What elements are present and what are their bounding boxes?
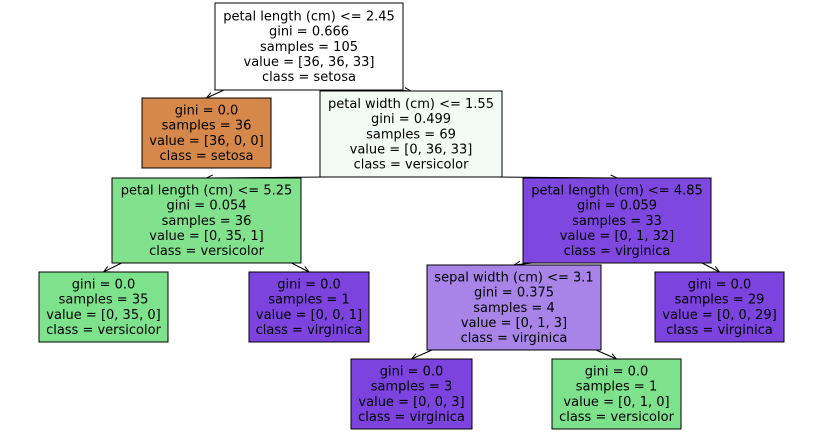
node-label-line: class = versicolor [149, 244, 265, 259]
edge-line [103, 262, 122, 273]
node-label-line: class = virginica [256, 323, 363, 338]
node-box [38, 271, 169, 343]
node-box [522, 177, 712, 264]
node-label-line: petal length (cm) <= 2.45 [223, 9, 395, 24]
node-label-line: class = virginica [564, 244, 671, 259]
node-label-line: class = versicolor [559, 410, 675, 425]
node-label-line: value = [0, 35, 1] [149, 229, 263, 244]
node-box [350, 358, 473, 430]
node-label-line: class = virginica [358, 410, 465, 425]
node-label-line: gini = 0.0 [277, 277, 341, 292]
edge-line [291, 262, 310, 273]
node-label-line: value = [0, 1, 3] [461, 316, 567, 331]
node-label-line: samples = 4 [473, 301, 554, 316]
node-label-line: gini = 0.054 [166, 199, 246, 214]
node-label-line: value = [0, 0, 1] [256, 308, 362, 323]
node-label-line: gini = 0.0 [585, 364, 649, 379]
node-label-line: petal width (cm) <= 1.55 [328, 97, 494, 112]
node-label-line: sepal width (cm) <= 3.1 [434, 270, 593, 285]
tree-edge [410, 349, 433, 360]
node-label-line: value = [0, 1, 0] [563, 395, 669, 410]
node-label-line: gini = 0.499 [371, 112, 451, 127]
tree-edge [595, 349, 618, 360]
node-label-line: value = [36, 0, 0] [149, 134, 263, 149]
node-box [248, 271, 370, 343]
tree-edge [701, 262, 721, 273]
node-label-line: samples = 3 [371, 380, 452, 395]
node-label-line: gini = 0.0 [688, 277, 752, 292]
node-label-line: petal length (cm) <= 5.25 [121, 183, 293, 198]
tree-edge [102, 262, 122, 273]
node-label-line: value = [0, 0, 29] [662, 308, 776, 323]
node-label-line: samples = 29 [675, 293, 765, 308]
node-label-line: samples = 1 [576, 380, 657, 395]
node-label-line: petal length (cm) <= 4.85 [531, 183, 703, 198]
node-label-line: gini = 0.375 [474, 286, 554, 301]
node-label-line: samples = 69 [366, 127, 456, 142]
edge-line [206, 89, 225, 99]
node-label-line: value = [0, 35, 0] [46, 308, 160, 323]
node-label-line: class = virginica [461, 331, 568, 346]
node-label-line: gini = 0.0 [72, 277, 136, 292]
node-box [551, 358, 682, 430]
node-label-line: value = [36, 36, 33] [244, 55, 375, 70]
node-label-line: samples = 36 [162, 119, 252, 134]
node-box [141, 97, 272, 169]
node-label-line: class = setosa [160, 149, 254, 164]
node-label-line: samples = 1 [268, 293, 349, 308]
node-label-line: samples = 33 [572, 214, 662, 229]
node-label-line: gini = 0.0 [380, 364, 444, 379]
node-label-line: value = [0, 0, 3] [358, 395, 464, 410]
edge-line [595, 349, 617, 360]
node-label-line: class = versicolor [46, 323, 162, 338]
node-label-line: gini = 0.666 [269, 25, 349, 40]
edge-line [701, 262, 720, 273]
node-label-line: gini = 0.059 [577, 199, 657, 214]
node-label-line: gini = 0.0 [175, 103, 239, 118]
node-box [111, 177, 302, 264]
node-label-line: value = [0, 1, 32] [560, 229, 674, 244]
node-box [214, 2, 404, 91]
node-label-line: samples = 35 [59, 293, 149, 308]
node-box [319, 90, 503, 178]
node-label-line: samples = 36 [162, 214, 252, 229]
node-box [426, 264, 602, 351]
node-label-line: samples = 105 [260, 40, 358, 55]
node-label-line: class = versicolor [354, 158, 470, 173]
tree-edge [291, 262, 311, 273]
node-label-line: value = [0, 36, 33] [350, 142, 473, 157]
tree-edge [205, 89, 225, 99]
node-label-line: class = virginica [666, 323, 773, 338]
node-label-line: class = setosa [262, 70, 356, 85]
node-box [654, 271, 785, 343]
edge-line [411, 349, 433, 360]
